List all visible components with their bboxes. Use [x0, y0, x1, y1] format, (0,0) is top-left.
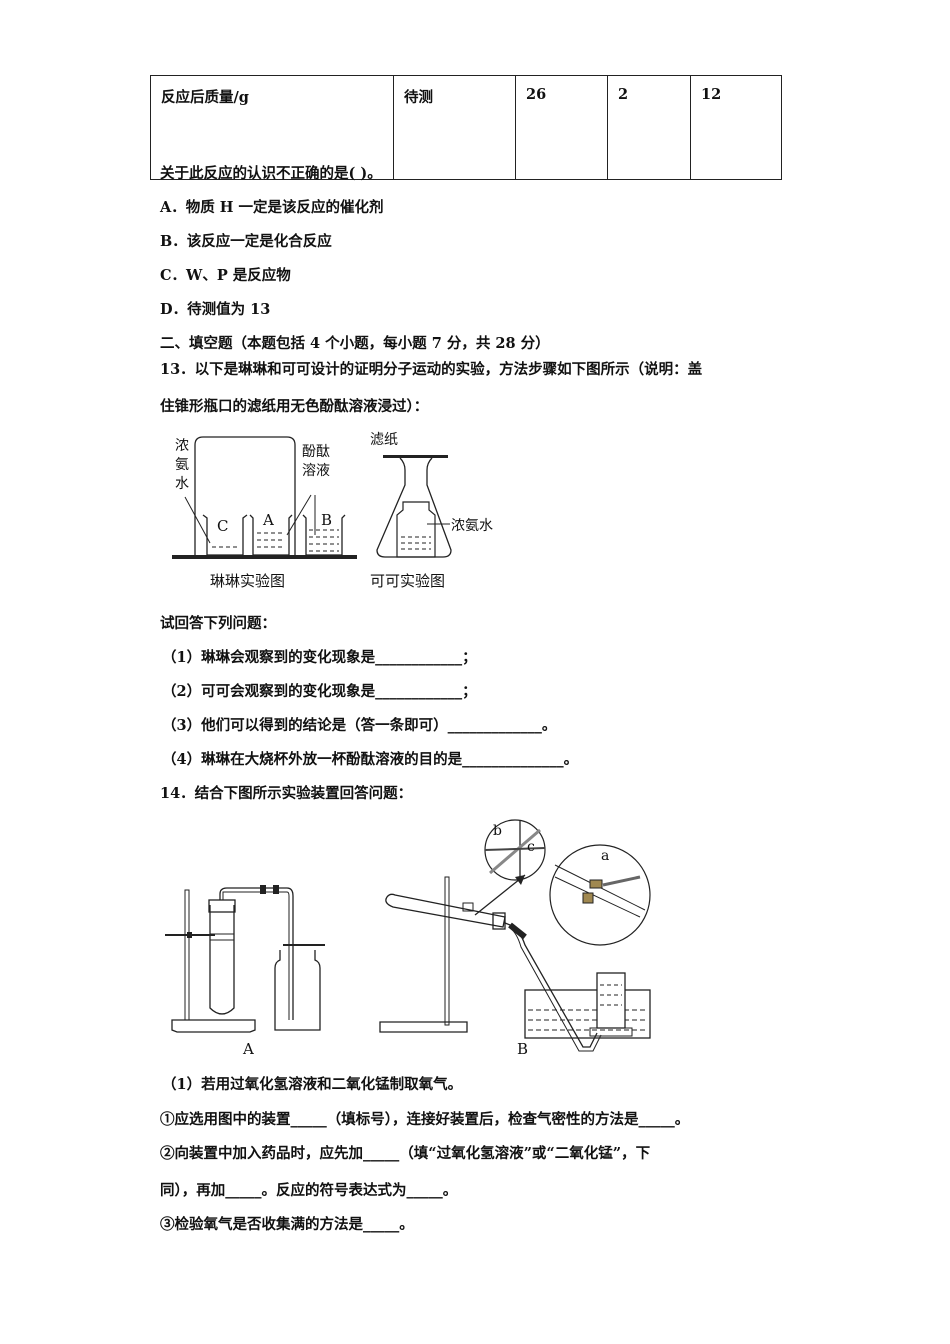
filter-paper-label: 滤纸 [370, 432, 398, 448]
q13-sub-3: （3）他们可以得到的结论是（答一条即可）_____________。 [162, 717, 557, 734]
q12-option-c: C．W、P 是反应物 [160, 267, 291, 284]
apparatus-a-diagram [165, 885, 325, 1033]
row-label: 反应后质量/g [150, 75, 394, 180]
q14-item-1: ①应选用图中的装置_____（填标号），连接好装置后，检查气密性的方法是____… [160, 1111, 690, 1128]
q13-sub-4: （4）琳琳在大烧杯外放一杯酚酞溶液的目的是______________。 [162, 751, 579, 768]
linlin-diagram [172, 436, 357, 559]
table-cell: 2 [607, 75, 691, 180]
label-char: 氨 [175, 457, 189, 473]
inset-label-a: a [601, 848, 610, 864]
q12-option-b: B．该反应一定是化合反应 [160, 233, 332, 250]
q12-stem: 关于此反应的认识不正确的是( )。 [160, 165, 382, 182]
label-b: B [517, 1040, 529, 1058]
q13-stem-line2: 住锥形瓶口的滤纸用无色酚酞溶液浸过）： [160, 398, 429, 415]
q12-option-d: D．待测值为 13 [160, 301, 271, 318]
linlin-figure: 浓 氨 水 酚酞 溶液 C A B 琳琳实验图 [165, 425, 365, 595]
label-a: A [243, 1040, 254, 1058]
q13-sub-2: （2）可可会观察到的变化现象是____________； [162, 683, 477, 700]
keke-figure: 滤纸 浓氨水 可可实验图 [365, 425, 525, 595]
ammonia-label-2: 浓氨水 [451, 518, 493, 534]
section-heading: 二、填空题（本题包括 4 个小题，每小题 7 分，共 28 分） [160, 335, 550, 352]
q14-item-2-cont: 同），再加_____。反应的符号表达式为_____。 [160, 1182, 458, 1199]
beaker-b-label: B [321, 511, 333, 529]
apparatus-a: A [165, 880, 335, 1060]
q13-stem-line1: 13．以下是琳琳和可可设计的证明分子运动的实验，方法步骤如下图所示（说明：盖 [160, 361, 703, 378]
q13-prompt: 试回答下列问题： [160, 615, 276, 632]
q14-part1: （1）若用过氧化氢溶液和二氧化锰制取氧气。 [162, 1076, 463, 1093]
beaker-a-label: A [263, 511, 274, 529]
table-cell: 12 [690, 75, 782, 180]
table-cell: 待测 [393, 75, 516, 180]
keke-caption: 可可实验图 [370, 572, 446, 590]
q14-stem: 14．结合下图所示实验装置回答问题： [160, 785, 413, 802]
label-char: 浓 [175, 438, 189, 454]
q14-item-3: ③检验氧气是否收集满的方法是_____。 [160, 1216, 414, 1233]
label-line: 酚酞 [302, 444, 330, 460]
keke-diagram [376, 455, 452, 558]
inset-label-c: c [527, 839, 535, 855]
mass-table: 反应后质量/g 待测 26 2 12 [150, 75, 782, 180]
apparatus-b-diagram [379, 819, 651, 1052]
phenolphthalein-label: 酚酞 溶液 [302, 443, 330, 481]
inset-label-b: b [493, 823, 502, 839]
table-cell: 26 [515, 75, 608, 180]
beaker-c-label: C [217, 517, 229, 535]
linlin-caption: 琳琳实验图 [210, 572, 286, 590]
q13-sub-1: （1）琳琳会观察到的变化现象是____________； [162, 649, 477, 666]
table-row: 反应后质量/g 待测 26 2 12 [150, 75, 782, 180]
label-char: 水 [175, 476, 189, 492]
q12-option-a: A．物质 H 一定是该反应的催化剂 [160, 199, 384, 216]
label-line: 溶液 [302, 463, 330, 479]
q14-item-2: ②向装置中加入药品时，应先加_____（填“过氧化氢溶液”或“二氧化锰”，下 [160, 1145, 651, 1162]
ammonia-label: 浓 氨 水 [175, 437, 189, 494]
apparatus-b: b c a B [375, 815, 675, 1060]
